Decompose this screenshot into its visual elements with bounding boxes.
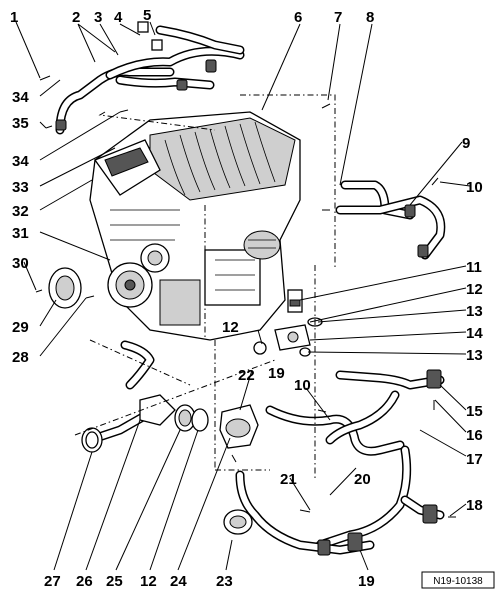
label-35: 35 bbox=[12, 115, 29, 132]
label-29: 29 bbox=[12, 319, 29, 336]
label-13a: 13 bbox=[466, 303, 483, 320]
label-10a: 10 bbox=[466, 179, 483, 196]
reference-code-box: N19-10138 bbox=[421, 571, 495, 589]
label-26: 26 bbox=[76, 573, 93, 590]
reference-code: N19-10138 bbox=[433, 576, 483, 587]
label-11: 11 bbox=[466, 259, 482, 276]
label-17: 17 bbox=[466, 451, 483, 468]
label-12b: 12 bbox=[222, 319, 239, 336]
label-22: 22 bbox=[238, 367, 255, 384]
label-7: 7 bbox=[334, 9, 342, 26]
label-9: 9 bbox=[462, 135, 470, 152]
label-18: 18 bbox=[466, 497, 483, 514]
label-5: 5 bbox=[143, 7, 151, 24]
label-31: 31 bbox=[12, 225, 29, 242]
label-16: 16 bbox=[466, 427, 483, 444]
label-1: 1 bbox=[10, 9, 18, 26]
label-4: 4 bbox=[114, 9, 123, 26]
label-23: 23 bbox=[216, 573, 233, 590]
label-33: 33 bbox=[12, 179, 29, 196]
label-6: 6 bbox=[294, 9, 302, 26]
alignment-lines bbox=[74, 94, 336, 480]
label-24: 24 bbox=[170, 573, 187, 590]
label-15: 15 bbox=[466, 403, 483, 420]
label-32: 32 bbox=[12, 203, 29, 220]
label-14: 14 bbox=[466, 325, 483, 342]
label-30: 30 bbox=[12, 255, 29, 272]
engine-assembly bbox=[89, 111, 301, 341]
label-19b: 19 bbox=[358, 573, 375, 590]
callout-labels: 1 2 3 4 5 6 7 8 9 10 11 12 13 14 13 15 1… bbox=[10, 7, 483, 590]
label-10b: 10 bbox=[294, 377, 311, 394]
components bbox=[35, 21, 456, 556]
label-20: 20 bbox=[354, 471, 371, 488]
label-21: 21 bbox=[280, 471, 297, 488]
label-12c: 12 bbox=[140, 573, 157, 590]
label-13b: 13 bbox=[466, 347, 483, 364]
label-27: 27 bbox=[44, 573, 61, 590]
label-34a: 34 bbox=[12, 153, 29, 170]
label-3: 3 bbox=[94, 9, 102, 26]
label-2: 2 bbox=[72, 9, 80, 26]
label-34b: 34 bbox=[12, 89, 29, 106]
leader-lines bbox=[15, 21, 471, 571]
label-19a: 19 bbox=[268, 365, 285, 382]
label-8: 8 bbox=[366, 9, 374, 26]
label-25: 25 bbox=[106, 573, 123, 590]
label-12a: 12 bbox=[466, 281, 483, 298]
label-28: 28 bbox=[12, 349, 29, 366]
